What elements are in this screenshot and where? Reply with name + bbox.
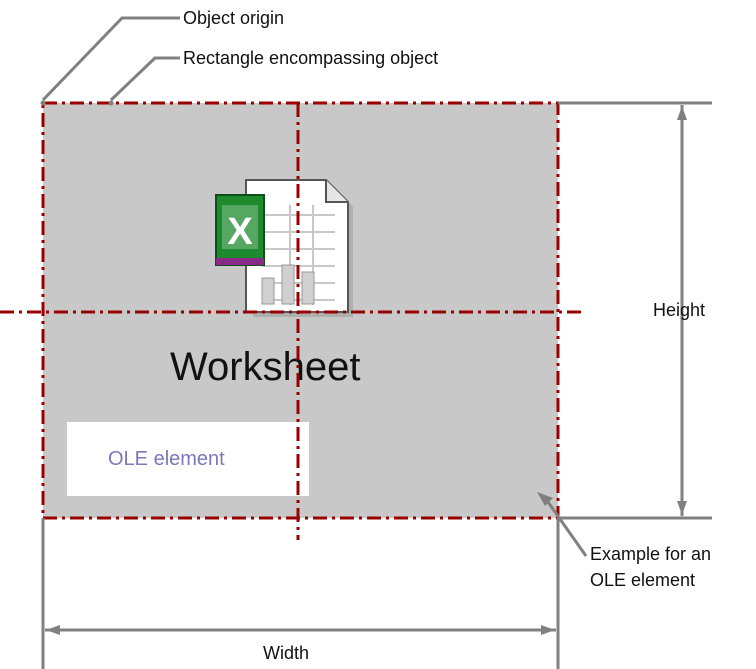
example-label-line2: OLE element (590, 570, 696, 590)
width-label: Width (263, 643, 310, 663)
rectangle-marker (108, 100, 114, 106)
height-dimension (558, 101, 712, 520)
object-origin-marker (40, 100, 46, 106)
example-leader (546, 501, 588, 557)
excel-x-glyph: X (227, 211, 253, 253)
object-origin-label: Object origin (183, 8, 285, 28)
ole-element-box (67, 422, 309, 496)
excel-worksheet-icon: X (215, 179, 353, 317)
rectangle-encompassing-label: Rectangle encompassing object (183, 48, 439, 68)
height-label: Height (653, 300, 706, 320)
encompassing-rectangle (41, 101, 560, 520)
width-dimension (41, 518, 560, 669)
ole-element-label: OLE element (108, 448, 225, 470)
example-label-line1: Example for an (590, 544, 712, 564)
object-origin-leader (41, 16, 180, 102)
rectangle-leader (109, 56, 180, 102)
worksheet-title: Worksheet (170, 345, 361, 389)
